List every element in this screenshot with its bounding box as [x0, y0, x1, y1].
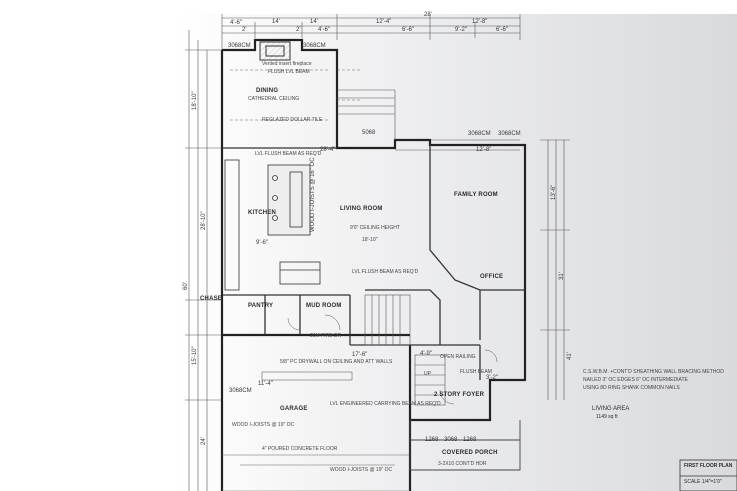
- dim-left-total: 60': [183, 282, 189, 290]
- dim-top-g: 2': [242, 27, 247, 33]
- dim-kitchen: 9'-6": [256, 240, 268, 246]
- garage-details: [222, 371, 410, 491]
- room-chase: CHASE: [200, 296, 223, 302]
- dim-top-b: 14': [310, 19, 318, 25]
- dim-office: 3'-2": [486, 375, 498, 381]
- dim-mid-c: 11'-4": [258, 381, 273, 387]
- fireplace: [259, 41, 291, 61]
- left-dimension-lines: [185, 30, 222, 491]
- dim-mid-a: 28'-4": [320, 147, 336, 153]
- room-office: OFFICE: [480, 274, 504, 280]
- paper-sheet: [178, 14, 737, 491]
- stair-up: UP: [424, 371, 431, 377]
- bracing-note-1: C.S.W.B.M. +CONT'D SHEATHING WALL BRACIN…: [583, 369, 724, 375]
- stairs: [364, 294, 446, 406]
- room-garage: GARAGE: [280, 406, 308, 412]
- garage-drywall: 5/8" PC DRYWALL ON CEILING AND ATT WALLS: [280, 359, 393, 365]
- slider: 5068: [362, 130, 376, 136]
- door-swings: [287, 314, 498, 405]
- dim-left-d: 15'-10": [192, 346, 198, 365]
- garage-floor: 4" POURED CONCRETE FLOOR: [262, 446, 338, 452]
- dining-note2: REGLAZED DOLLAR TILE: [262, 117, 323, 123]
- room-living: LIVING ROOM: [340, 206, 383, 212]
- living-area-value: 1149 sq ft: [596, 414, 618, 420]
- room-pantry: PANTRY: [248, 303, 274, 309]
- lvl-beam: LVL ENGINEERED CARRYING BEAM AS REQ'D: [330, 401, 441, 407]
- win-d: 3068CM: [498, 131, 521, 137]
- dim-top-k: 6'-6": [496, 27, 508, 33]
- door-b: 3068: [444, 437, 458, 443]
- dim-mid-b: 12'-8": [476, 147, 492, 153]
- kitchen-fixtures: [224, 159, 321, 291]
- top-dimension-lines: [221, 14, 521, 151]
- win-e: 3068CM: [229, 388, 252, 394]
- room-family: FAMILY ROOM: [454, 192, 498, 198]
- win-b: 3068CM: [303, 43, 326, 49]
- dim-top-j: 9'-2": [455, 27, 467, 33]
- living-dim: 18'-10": [362, 237, 378, 243]
- room-foyer: 2 STORY FOYER: [434, 392, 485, 398]
- kitchen-beam: LVL FLUSH BEAM AS REQ'D: [255, 151, 322, 157]
- title-block: [679, 459, 737, 491]
- dim-top-i: 6'-6": [402, 27, 414, 33]
- dim-top-f: 4'-6": [318, 27, 330, 33]
- dim-left-b: 28'-10": [201, 211, 207, 230]
- kitchen-joists: WOOD I-JOISTS @ 16" OC: [310, 157, 316, 232]
- exterior-steps: [337, 89, 396, 140]
- living-ceiling: 9'0" CEILING HEIGHT: [350, 225, 400, 231]
- dim-foyer: 4'-9": [420, 351, 432, 357]
- dining-ceiling-lines: [230, 69, 360, 121]
- porch-note: 3-2X10 CONT'D HDR: [438, 461, 487, 467]
- dim-top-h: 2': [296, 27, 301, 33]
- dim-right-b: 13'-6": [551, 184, 557, 200]
- exterior-walls: [220, 38, 527, 491]
- dim-top-d: 12'-8": [472, 19, 488, 25]
- win-c: 3068CM: [468, 131, 491, 137]
- bracing-note-2: NAILED 3" OC EDGES 6" OC INTERMEDIATE: [583, 377, 688, 383]
- dim-top-total: 28': [424, 12, 432, 18]
- win-a: 3068CM: [228, 43, 251, 49]
- lvl-flush-living: LVL FLUSH BEAM AS REQ'D: [352, 269, 419, 275]
- dim-top-c: 12'-4": [376, 19, 392, 25]
- fire-door: 20M FIRE DR: [310, 333, 342, 339]
- room-covered-porch: COVERED PORCH: [442, 450, 498, 456]
- sheet-scale: SCALE 1/4"=1'0": [684, 479, 722, 485]
- room-dining: DINING: [256, 88, 279, 94]
- dim-left-c: 24': [201, 437, 207, 445]
- right-dimension-lines: [540, 139, 570, 400]
- dim-right-a: 31': [559, 272, 565, 280]
- covered-porch: [409, 420, 521, 471]
- bracing-note-3: USING 8D RING SHANK COMMON NAILS: [583, 385, 680, 391]
- dim-top-a: 14': [272, 19, 280, 25]
- dining-sub: CATHEDRAL CEILING: [248, 96, 300, 102]
- door-c: 1268: [463, 437, 477, 443]
- dim-top-e: 4'-6": [230, 20, 242, 26]
- living-area-label: LIVING AREA: [592, 406, 630, 412]
- dim-right-total: 41': [567, 352, 573, 360]
- dim-garage: 17'-6": [352, 352, 368, 358]
- room-mud: MUD ROOM: [306, 303, 342, 309]
- flush-beam: FLUSH BEAM: [460, 369, 492, 375]
- garage-joists-2: WOOD I-JOISTS @ 19" OC: [330, 467, 393, 473]
- garage-joists: WOOD I-JOISTS @ 19" OC: [232, 422, 295, 428]
- beam-note-top: FLUSH LVL BEAM: [268, 69, 310, 75]
- open-railing: OPEN RAILING: [440, 354, 476, 360]
- room-kitchen: KITCHEN: [248, 210, 277, 216]
- dim-left-a: 18'-10": [192, 91, 198, 110]
- sheet-title: FIRST FLOOR PLAN: [684, 463, 733, 469]
- door-a: 1268: [425, 437, 439, 443]
- fireplace-note: Vented insert fireplace: [262, 61, 312, 67]
